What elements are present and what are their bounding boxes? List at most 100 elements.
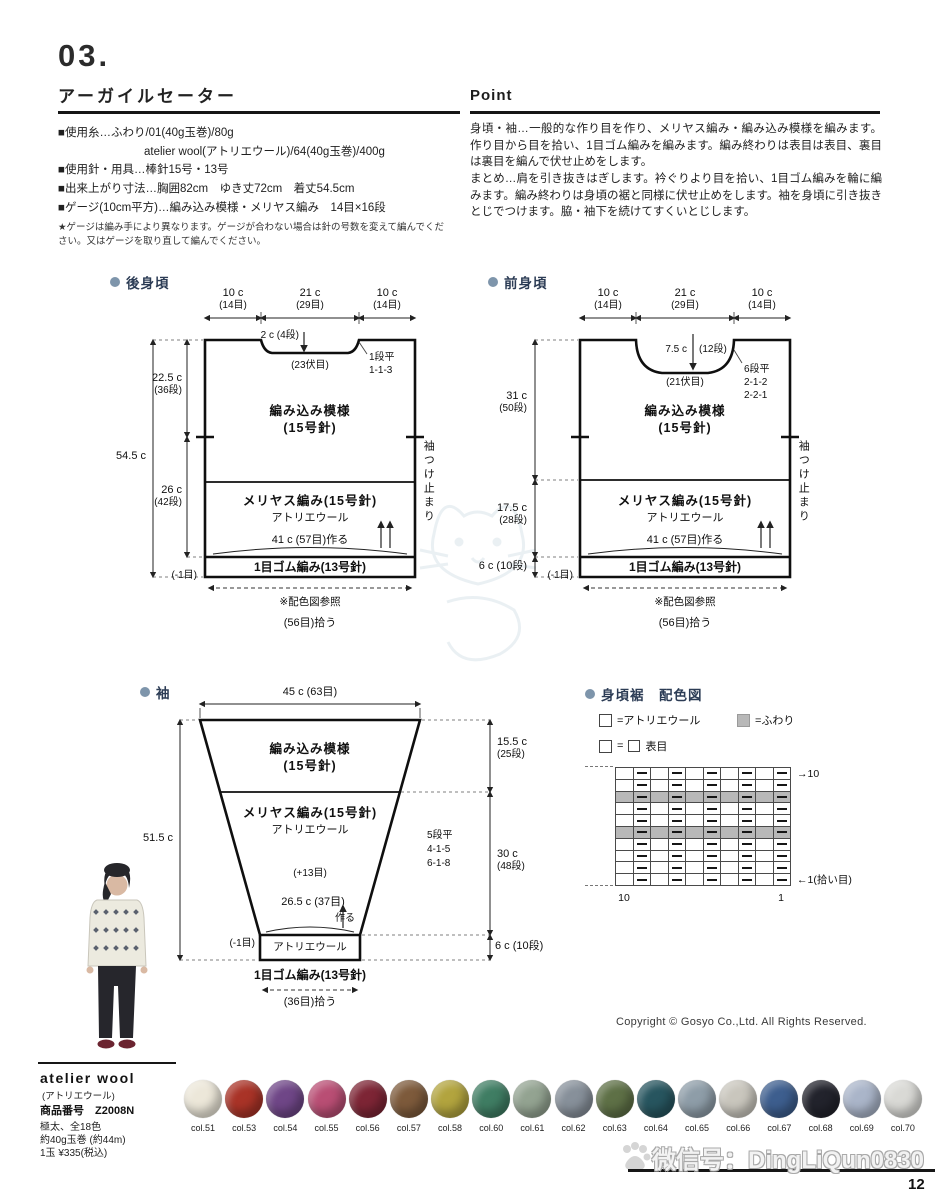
chart-cell — [721, 826, 739, 839]
cast-on-label: 41 c (57目)作る — [646, 534, 724, 546]
yarn-item-number: 商品番号 Z2008N — [40, 1105, 135, 1117]
measure-label: (14目) — [373, 300, 401, 311]
chart-cell — [616, 791, 634, 804]
title-underline — [58, 111, 460, 114]
purl-dash-icon — [671, 784, 682, 787]
legend-label: =ふわり — [755, 715, 795, 727]
fox-watermark — [419, 504, 537, 662]
chart-cell — [633, 768, 651, 780]
yarn-swatch: col.65 — [677, 1080, 717, 1133]
chart-cell — [668, 815, 686, 827]
chart-cell — [756, 779, 774, 792]
decrease-label: (-1目) — [229, 938, 255, 949]
sleeve-schematic — [176, 700, 494, 994]
shaping-label: 5段平 — [427, 830, 453, 841]
chart-cell — [721, 815, 739, 827]
point-paragraph: まとめ…肩を引き抜きはぎします。衿ぐりより目を拾い、1目ゴム編みを輪に編みます。… — [470, 173, 882, 219]
purl-dash-icon — [636, 866, 647, 869]
yarn-swatch: col.58 — [430, 1080, 470, 1133]
chart-cell — [686, 791, 704, 804]
purl-dash-icon — [706, 819, 717, 822]
cast-on-label: 41 c (57目)作る — [271, 534, 349, 546]
measure-label: (36段) — [154, 385, 182, 396]
chart-cell — [668, 779, 686, 792]
chart-cell — [721, 874, 739, 886]
front-body-diagram: 前身頃 10 c (14目) 21 c (29目) 10 c — [465, 272, 855, 657]
purl-dash-icon — [741, 831, 752, 834]
measure-label: 31 c — [506, 390, 527, 402]
chart-cell — [738, 838, 756, 851]
pickup-label: (36目)拾う — [283, 996, 337, 1008]
chart-cell — [686, 815, 704, 827]
yarn-swatch: col.53 — [224, 1080, 264, 1133]
measure-label: 22.5 c — [152, 372, 182, 384]
chart-cell — [721, 850, 739, 863]
chart-cell — [651, 850, 669, 863]
chart-cell — [686, 779, 704, 792]
chart-cell — [703, 850, 721, 863]
purl-dash-icon — [741, 795, 752, 798]
chart-section-title: 身頃裾 配色図 — [585, 684, 703, 704]
chart-cell — [756, 874, 774, 886]
chart-cell — [703, 874, 721, 886]
chart-cell — [668, 838, 686, 851]
purl-dash-icon — [776, 795, 787, 798]
section-label: 袖 — [156, 686, 171, 701]
yarn-color-label: col.67 — [767, 1123, 792, 1133]
column-number-label: 10 — [618, 892, 630, 904]
yarn-color-label: col.66 — [726, 1123, 751, 1133]
purl-dash-icon — [776, 866, 787, 869]
chart-cell — [773, 779, 791, 792]
purl-dash-icon — [671, 772, 682, 775]
pickup-label: (56目)拾う — [658, 617, 712, 629]
chart-cell — [633, 850, 651, 863]
measure-label: (42段) — [154, 497, 182, 508]
legend-label: 表目 — [645, 741, 668, 753]
chart-cell — [651, 803, 669, 816]
chart-cell — [703, 791, 721, 804]
pickup-label: (56目)拾う — [283, 617, 337, 629]
model-pants — [98, 966, 136, 1038]
yarn-spec: 極太、全18色 — [40, 1122, 102, 1133]
point-paragraph: 身頃・袖…一般的な作り目を作り、メリヤス編み・編み込み模様を編みます。作り目から… — [470, 123, 882, 169]
yarn-swatch: col.60 — [471, 1080, 511, 1133]
purl-dash-icon — [741, 772, 752, 775]
measure-label: 6 c (10段) — [495, 940, 544, 952]
model-photo — [86, 863, 148, 1049]
chart-cell — [668, 862, 686, 875]
chart-cell — [756, 862, 774, 875]
measure-label: 54.5 c — [116, 450, 146, 462]
purl-dash-icon — [706, 866, 717, 869]
chart-cell — [721, 862, 739, 875]
purl-dash-icon — [671, 843, 682, 846]
yarn-color-label: col.61 — [520, 1123, 545, 1133]
materials-line: ■使用糸…ふわり/01(40g玉巻)/80g — [58, 127, 234, 139]
measure-label: 51.5 c — [143, 832, 173, 844]
white-swatch-icon — [599, 739, 612, 753]
chart-cell — [703, 826, 721, 839]
purl-dash-icon — [776, 843, 787, 846]
materials-line: ■ゲージ(10cm平方)…編み込み模様・メリヤス編み 14目×16段 — [58, 201, 386, 214]
chart-cell — [703, 838, 721, 851]
yarn-color-label: col.51 — [190, 1123, 216, 1133]
stitch-zone-label: (15号針) — [658, 421, 712, 435]
yarn-label: アトリエウール — [271, 824, 349, 836]
stitch-zone-label: 編み込み模様 — [269, 404, 351, 418]
materials-line: ■使用針・用具…棒針15号・13号 — [58, 164, 229, 177]
chart-cell — [616, 815, 634, 827]
yarn-ball-icon — [636, 1080, 675, 1118]
chart-cell — [668, 826, 686, 839]
shaping-label: 2-2-1 — [744, 390, 768, 401]
watermark-text: 微信号：DingLiQun0830 — [652, 1147, 925, 1174]
yarn-ball-icon — [266, 1080, 305, 1118]
row-number-label: →10 — [797, 768, 820, 780]
purl-dash-icon — [776, 784, 787, 787]
measure-label: 21 c — [674, 287, 696, 299]
yarn-color-label: col.64 — [643, 1123, 668, 1133]
yarn-ball-icon — [472, 1080, 511, 1118]
armhole-label: 袖つけ止まり — [422, 440, 435, 524]
materials-line: atelier wool(アトリエウール)/64(40g玉巻)/400g — [144, 145, 385, 158]
yarn-color-label: col.53 — [232, 1123, 257, 1133]
decrease-label: (-1目) — [171, 570, 197, 581]
rib-label: 1目ゴム編み(13号針) — [253, 968, 367, 982]
